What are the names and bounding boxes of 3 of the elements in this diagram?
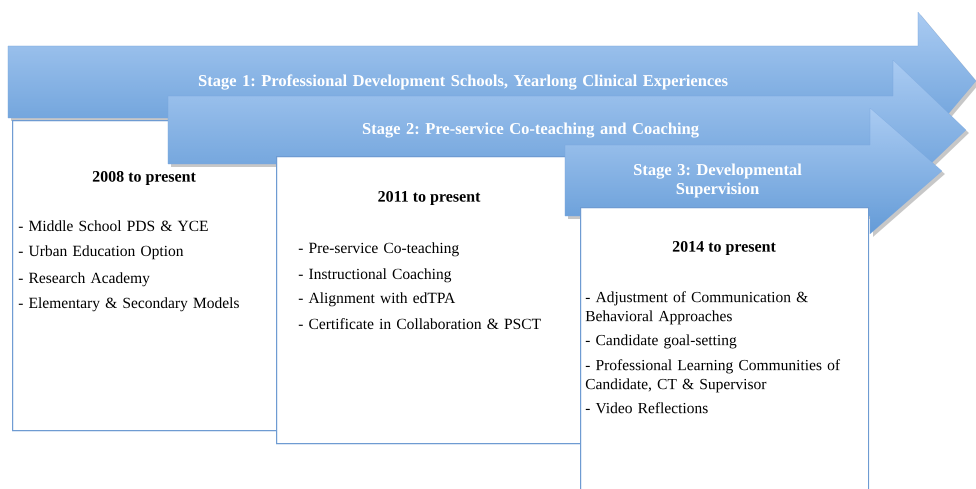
period-box: 2011 to present - Pre-service Co-teaching - Instructional Coaching - Alignment with edTPA - Certificate in Collaboration & PSCT: [276, 156, 584, 444]
period-box: 2014 to present - Adjustment of Communication & Behavioral Approaches - Candidate goal-setting - Professional Learning Communities of Candidate, CT & Supervisor - Video Reflections: [580, 207, 870, 489]
period-box: 2008 to present - Middle School PDS & YCE - Urban Education Option - Research Academy - Elementary & Secondary Models: [12, 120, 278, 432]
